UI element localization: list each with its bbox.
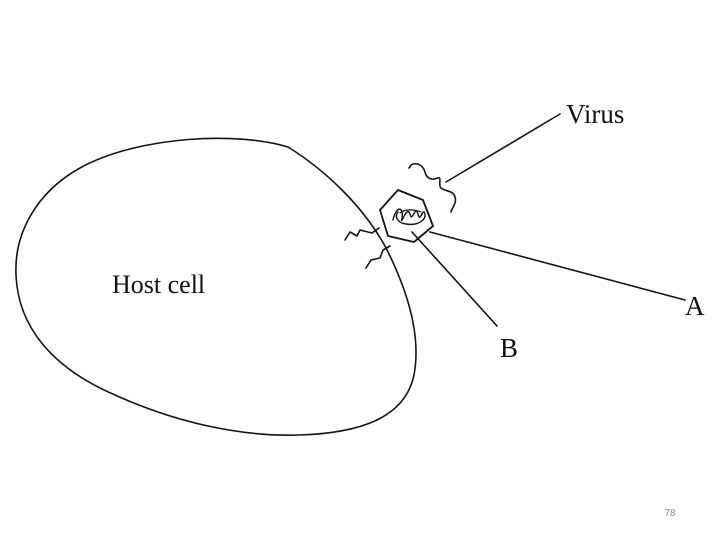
page-number: 78 — [664, 508, 676, 519]
virus-label: Virus — [566, 99, 624, 129]
receptor-upper — [344, 227, 380, 241]
label-b: B — [500, 333, 518, 363]
host-cell-outline — [15, 137, 417, 436]
label-a: A — [685, 291, 705, 321]
virus-brace — [408, 162, 457, 213]
viral-genome-inner — [399, 209, 422, 214]
label-b-leader-line — [411, 231, 498, 327]
virus-leader-line — [445, 113, 561, 183]
virus-capsid — [379, 189, 434, 243]
label-a-leader-line — [429, 231, 686, 301]
host-cell-label: Host cell — [112, 270, 205, 299]
viral-genome — [392, 208, 426, 226]
receptor-lower — [365, 245, 391, 269]
